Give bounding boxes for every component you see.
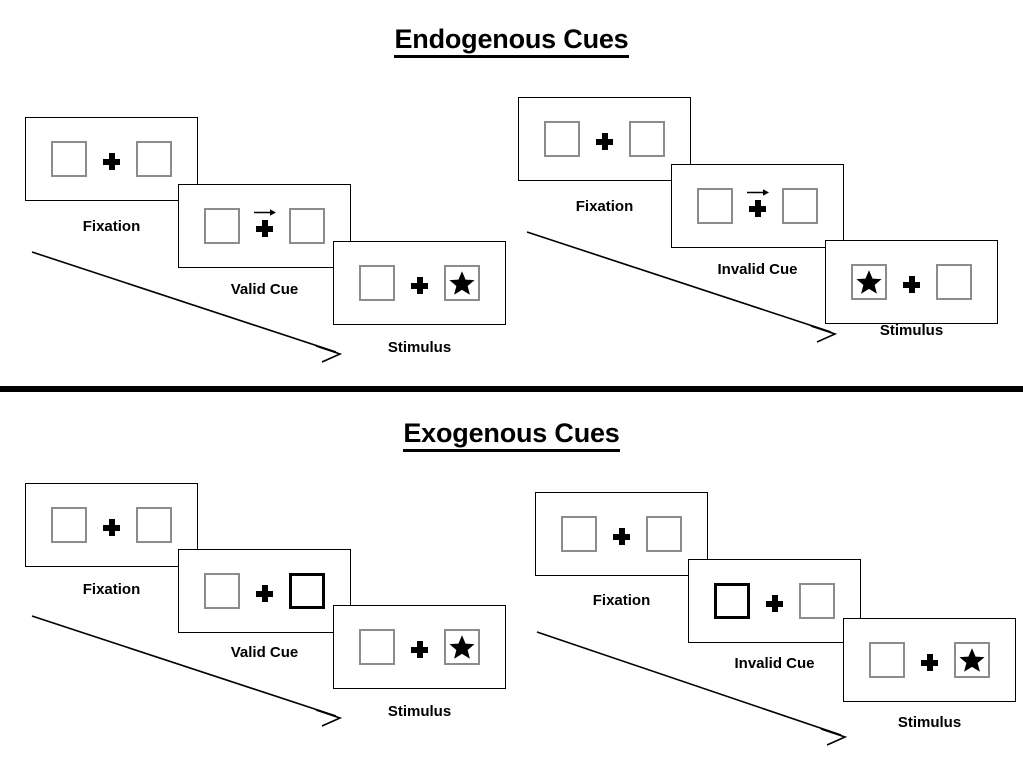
- left-placeholder-box: [561, 516, 597, 552]
- stage-label-endo-valid-fixation: Fixation: [82, 218, 141, 235]
- center-stack: [613, 516, 630, 552]
- stage-label-exo-invalid-stimulus: Stimulus: [897, 714, 962, 731]
- frame-endo-invalid-fixation[interactable]: [518, 97, 691, 181]
- right-placeholder-box: [444, 629, 480, 665]
- right-placeholder-box: [136, 507, 172, 543]
- section-divider: [0, 386, 1023, 392]
- left-placeholder-box: [359, 629, 395, 665]
- right-placeholder-box: [136, 141, 172, 177]
- center-stack: [921, 642, 938, 678]
- stage-label-endo-valid-cue: Valid Cue: [230, 281, 299, 298]
- stage-label-endo-invalid-stimulus: Stimulus: [879, 322, 944, 339]
- section-title-endogenous-text: Endogenous Cues: [394, 25, 629, 59]
- center-stack: [747, 188, 769, 224]
- frame-exo-invalid-fixation[interactable]: [535, 492, 708, 576]
- plus-cross-icon: [411, 641, 428, 658]
- stage-label-exo-valid-cue: Valid Cue: [230, 644, 299, 661]
- left-placeholder-box: [851, 264, 887, 300]
- stage-label-exo-valid-stimulus: Stimulus: [387, 703, 452, 720]
- left-placeholder-box: [204, 208, 240, 244]
- right-placeholder-box: [954, 642, 990, 678]
- center-stack: [596, 121, 613, 157]
- plus-cross-icon: [411, 277, 428, 294]
- flow-arrow-endogenous-valid: [31, 251, 343, 363]
- left-placeholder-box: [51, 507, 87, 543]
- center-stack: [103, 507, 120, 543]
- flow-arrow-exogenous-invalid: [536, 631, 848, 746]
- stage-label-exo-invalid-fixation: Fixation: [592, 592, 651, 609]
- frame-exo-valid-fixation[interactable]: [25, 483, 198, 567]
- frame-exo-invalid-stimulus[interactable]: [843, 618, 1016, 702]
- right-placeholder-box: [936, 264, 972, 300]
- section-title-exogenous-text: Exogenous Cues: [403, 419, 620, 453]
- plus-cross-icon: [766, 595, 783, 612]
- plus-cross-icon: [103, 153, 120, 170]
- flow-arrow-endogenous-invalid: [526, 231, 838, 343]
- center-stack: [411, 629, 428, 665]
- frame-endo-invalid-cue[interactable]: [671, 164, 844, 248]
- plus-cross-icon: [921, 654, 938, 671]
- frame-endo-valid-fixation[interactable]: [25, 117, 198, 201]
- section-title-endogenous: Endogenous Cues: [0, 24, 1023, 59]
- right-placeholder-box: [646, 516, 682, 552]
- right-placeholder-box: [782, 188, 818, 224]
- frame-endo-valid-cue[interactable]: [178, 184, 351, 268]
- left-placeholder-box: [544, 121, 580, 157]
- left-placeholder-box: [204, 573, 240, 609]
- right-placeholder-box-cued: [289, 573, 325, 609]
- left-placeholder-box-cued: [714, 583, 750, 619]
- center-stack: [903, 264, 920, 300]
- star-icon: [449, 271, 475, 295]
- plus-cross-icon: [256, 585, 273, 602]
- star-icon: [449, 635, 475, 659]
- frame-endo-valid-stimulus[interactable]: [333, 241, 506, 325]
- frame-exo-valid-stimulus[interactable]: [333, 605, 506, 689]
- flow-arrow-exogenous-valid: [31, 615, 343, 727]
- right-placeholder-box: [289, 208, 325, 244]
- arrow-right-icon: [747, 189, 769, 196]
- frame-exo-invalid-cue[interactable]: [688, 559, 861, 643]
- center-stack: [411, 265, 428, 301]
- star-icon: [856, 270, 882, 294]
- left-placeholder-box: [697, 188, 733, 224]
- plus-cross-icon: [613, 528, 630, 545]
- stage-label-exo-valid-fixation: Fixation: [82, 581, 141, 598]
- stage-label-endo-valid-stimulus: Stimulus: [387, 339, 452, 356]
- plus-cross-icon: [103, 519, 120, 536]
- center-stack: [254, 208, 276, 244]
- right-placeholder-box: [444, 265, 480, 301]
- center-stack: [766, 583, 783, 619]
- left-placeholder-box: [869, 642, 905, 678]
- center-stack: [103, 141, 120, 177]
- right-placeholder-box: [799, 583, 835, 619]
- center-stack: [256, 573, 273, 609]
- stage-label-endo-invalid-cue: Invalid Cue: [717, 261, 798, 278]
- plus-cross-icon: [596, 133, 613, 150]
- plus-cross-icon: [256, 220, 273, 237]
- section-title-exogenous: Exogenous Cues: [0, 418, 1023, 453]
- right-placeholder-box: [629, 121, 665, 157]
- star-icon: [959, 648, 985, 672]
- plus-cross-icon: [903, 276, 920, 293]
- plus-cross-icon: [749, 200, 766, 217]
- frame-endo-invalid-stimulus[interactable]: [825, 240, 998, 324]
- frame-exo-valid-cue[interactable]: [178, 549, 351, 633]
- arrow-right-icon: [254, 209, 276, 216]
- stage-label-exo-invalid-cue: Invalid Cue: [734, 655, 815, 672]
- stage-label-endo-invalid-fixation: Fixation: [575, 198, 634, 215]
- left-placeholder-box: [51, 141, 87, 177]
- left-placeholder-box: [359, 265, 395, 301]
